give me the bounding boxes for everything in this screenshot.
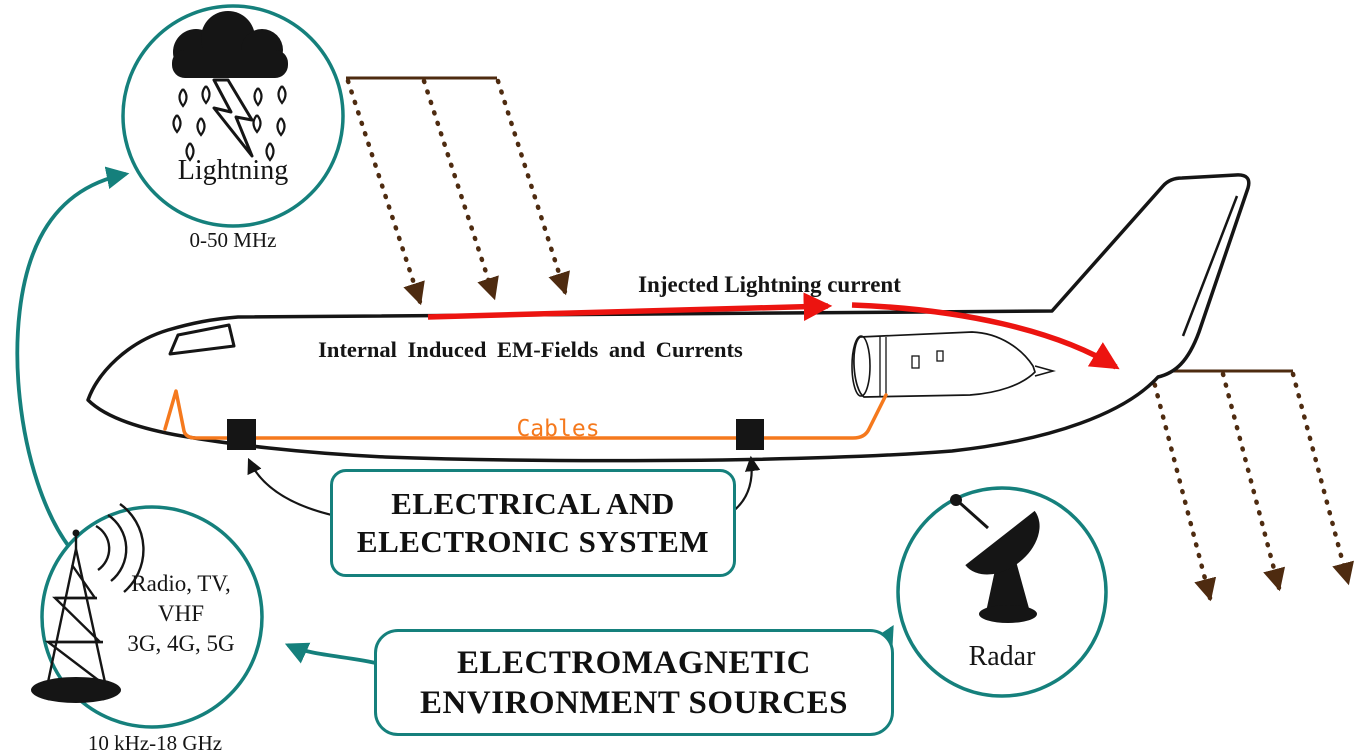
storm-cloud-icon	[172, 11, 288, 162]
lightning-frequency-label: 0-50 MHz	[189, 228, 277, 252]
strike-dotted-arrow	[495, 78, 570, 296]
radio-source-line1: Radio, TV,	[131, 571, 231, 596]
exit-dotted-arrow	[1149, 371, 1217, 602]
exit-current-arrows	[1141, 369, 1354, 602]
radio-source-line3: 3G, 4G, 5G	[127, 631, 235, 656]
lightning-bolt-icon	[212, 78, 254, 158]
radio-source-line2: VHF	[157, 601, 204, 626]
injected-current-label: Injected Lightning current	[638, 272, 901, 297]
cable-connector-box	[227, 419, 256, 450]
radio-tower-icon	[31, 503, 145, 703]
radio-frequency-label: 10 kHz-18 GHz	[87, 731, 223, 755]
strike-dotted-arrow	[345, 78, 425, 306]
engine-icon	[851, 331, 1056, 398]
cockpit-window	[168, 323, 236, 356]
lightning-label: Lightning	[177, 155, 289, 186]
strike-dotted-arrow	[421, 78, 499, 301]
cable-connector-box	[736, 419, 764, 450]
em-sources-box-line2: ENVIRONMENT SOURCES	[420, 684, 848, 721]
em-sources-box: ELECTROMAGNETIC ENVIRONMENT SOURCES	[374, 629, 894, 736]
em-sources-box-line1: ELECTROMAGNETIC	[456, 644, 812, 681]
radar-dish-icon	[950, 494, 1040, 623]
exit-dotted-arrow	[1290, 371, 1354, 586]
internal-fields-label: Internal Induced EM-Fields and Currents	[318, 337, 743, 362]
injected-current-segment	[427, 292, 833, 321]
cables-label: Cables	[516, 416, 600, 442]
electrical-system-box-line2: ELECTRONIC SYSTEM	[356, 524, 710, 559]
em-to-radio-arrow	[284, 642, 381, 666]
lightning-strike-arrows	[345, 76, 570, 306]
exit-dotted-arrow	[1220, 371, 1286, 592]
rudder-line	[1181, 195, 1239, 337]
radio-waves-icon	[95, 503, 145, 593]
electrical-system-box-line1: ELECTRICAL AND	[391, 486, 675, 521]
injected-current-arrow	[427, 292, 1120, 370]
electrical-system-box: ELECTRICAL AND ELECTRONIC SYSTEM	[330, 469, 736, 577]
radio-tower-circle	[40, 505, 264, 729]
cable-line	[163, 389, 888, 440]
airplane-outline	[86, 173, 1251, 463]
electrical-left-arrow	[247, 457, 337, 518]
radio-source-label: Radio, TV, VHF 3G, 4G, 5G	[96, 569, 266, 659]
radar-label: Radar	[968, 641, 1036, 672]
radio-to-lightning-arrow	[15, 166, 130, 550]
injected-current-exit-segment	[851, 302, 1120, 370]
